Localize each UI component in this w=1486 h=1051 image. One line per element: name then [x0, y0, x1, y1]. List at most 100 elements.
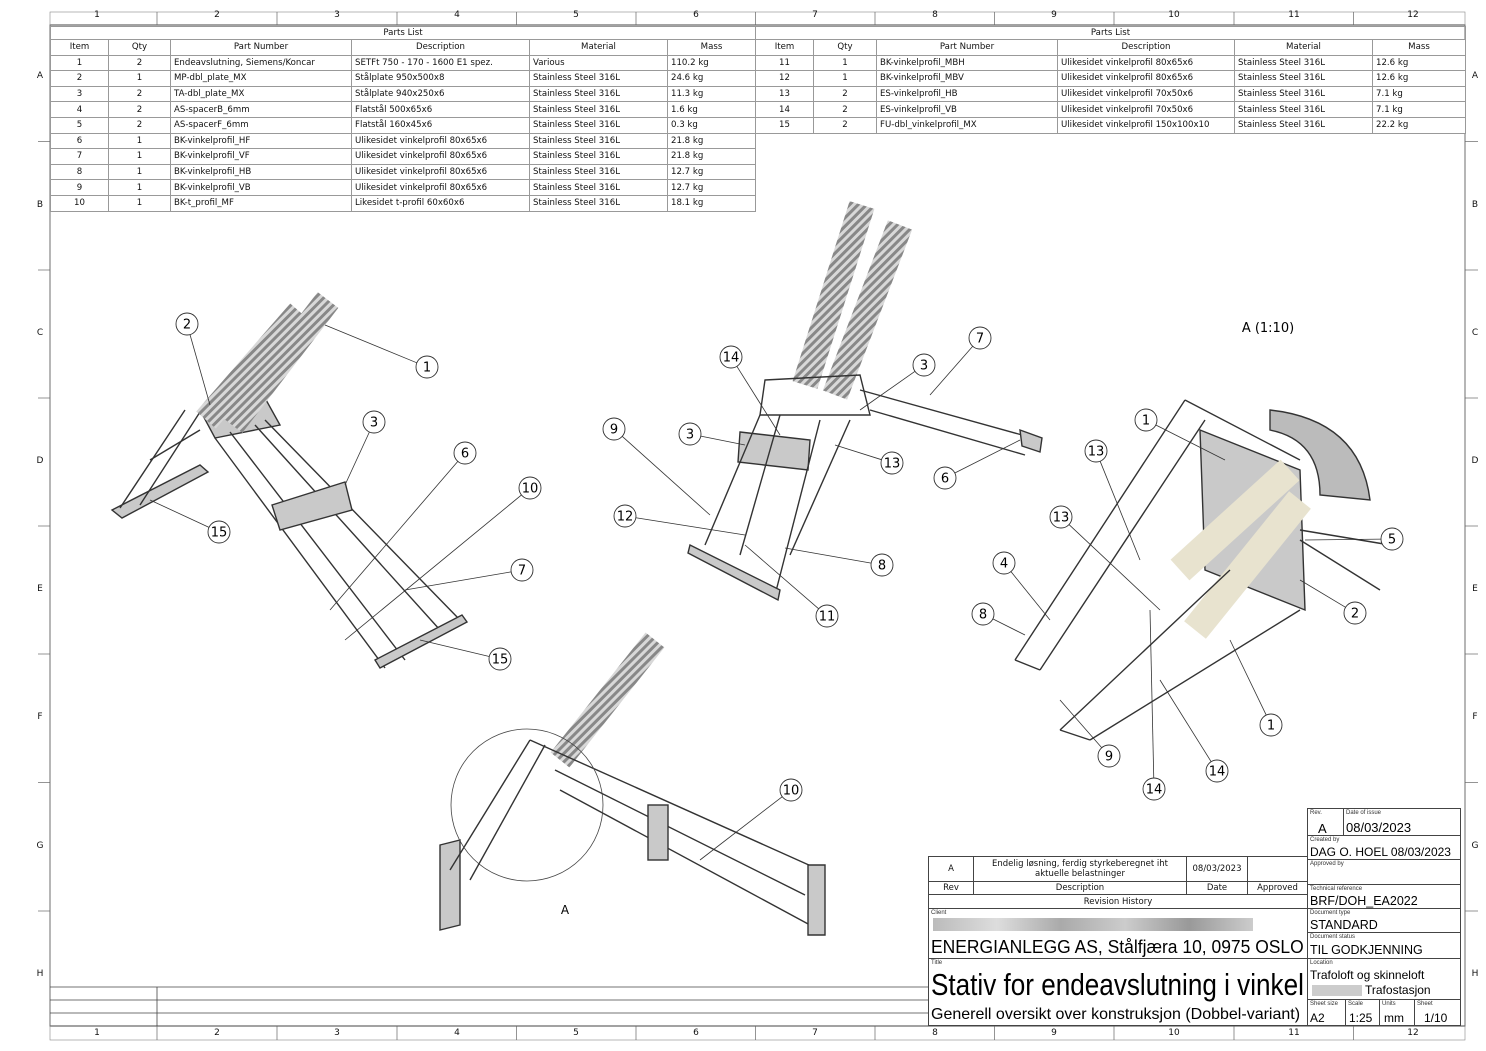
blank-table — [50, 986, 928, 1026]
column-header: Material — [1234, 39, 1373, 56]
leader-line — [954, 439, 1021, 474]
mass-cell: 12.6 kg — [1372, 54, 1466, 72]
item-balloon: 3 — [859, 353, 936, 411]
leader-line — [1099, 461, 1141, 561]
revision-date: 08/03/2023 — [1186, 856, 1248, 882]
balloon-number: 15 — [211, 526, 228, 541]
balloon-number: 14 — [723, 351, 740, 366]
leader-line — [404, 571, 512, 591]
zone-row-label: E — [1472, 584, 1478, 594]
material-cell: Stainless Steel 316L — [529, 101, 668, 118]
zone-column-label: 6 — [693, 10, 699, 20]
leader-line — [1010, 571, 1051, 621]
approved-label: Approved by — [1310, 861, 1344, 867]
balloon-circle — [1049, 505, 1073, 529]
material-cell: Stainless Steel 316L — [529, 179, 668, 196]
item-balloon: 10 — [699, 778, 803, 861]
qty-cell: 1 — [108, 148, 171, 165]
material-cell: Stainless Steel 316L — [529, 163, 668, 181]
leader-line — [344, 431, 370, 486]
zone-column-label: 8 — [932, 1028, 938, 1038]
detail-label: A — [561, 903, 570, 917]
item-balloon: 6 — [933, 439, 1021, 490]
item-balloon: 1 — [1229, 639, 1283, 737]
part-number-cell: ES-vinkelprofil_VB — [876, 101, 1058, 118]
balloon-circle — [1084, 439, 1108, 463]
part-number-cell: BK-vinkelprofil_VB — [170, 179, 352, 196]
description-cell: Ulikesidet vinkelprofil 80x65x6 — [351, 148, 530, 165]
balloon-circle — [1134, 408, 1158, 432]
zone-row-label: G — [36, 841, 44, 851]
material-cell: Stainless Steel 316L — [529, 194, 668, 212]
part-number-cell: AS-spacerB_6mm — [170, 101, 352, 118]
rev-value: A — [1318, 821, 1327, 836]
item-cell: 2 — [50, 70, 109, 87]
item-cell: 4 — [50, 101, 109, 118]
mass-cell: 0.3 kg — [667, 116, 756, 134]
item-balloon: 5 — [1304, 527, 1404, 551]
qty-cell: 1 — [108, 163, 171, 181]
balloon-number: 1 — [423, 361, 431, 376]
zone-row-label: C — [36, 328, 44, 338]
qty-cell: 1 — [813, 54, 877, 72]
mass-cell: 110.2 kg — [667, 54, 756, 72]
part-number-cell: MP-dbl_plate_MX — [170, 70, 352, 87]
balloon-circle — [488, 647, 512, 671]
balloon-number: 8 — [878, 559, 886, 574]
item-balloon: 14 — [1159, 679, 1229, 783]
zone-column-label: 1 — [94, 10, 100, 20]
balloon-number: 13 — [1053, 511, 1070, 526]
description-cell: SETFt 750 - 170 - 1600 E1 spez. — [351, 54, 530, 72]
balloon-circle — [175, 312, 199, 336]
location-label: Location — [1310, 960, 1333, 966]
title-box: Title Stativ for endeavslutning i vinkel… — [928, 958, 1308, 1026]
part-number-cell: FU-dbl_vinkelprofil_MX — [876, 116, 1058, 134]
balloon-number: 14 — [1146, 783, 1163, 798]
mass-cell: 24.6 kg — [667, 70, 756, 87]
balloon-number: 3 — [920, 359, 928, 374]
leader-line — [419, 639, 490, 657]
balloon-circle — [971, 602, 995, 626]
material-cell: Stainless Steel 316L — [1234, 116, 1373, 134]
client-box: Client ENERGIANLEGG AS, Stålfjæra 10, 09… — [928, 908, 1308, 959]
revision-header-rev: Rev — [928, 881, 974, 895]
item-cell: 3 — [50, 85, 109, 103]
date-of-issue: 08/03/2023 — [1346, 820, 1412, 835]
zone-row-label: F — [37, 712, 43, 722]
qty-cell: 2 — [108, 116, 171, 134]
leader-line — [744, 544, 819, 610]
mass-cell: 11.3 kg — [667, 85, 756, 103]
column-header: Part Number — [876, 39, 1058, 56]
mass-cell: 12.7 kg — [667, 163, 756, 181]
mass-cell: 7.1 kg — [1372, 101, 1466, 118]
client-name: ENERGIANLEGG AS, Stålfjæra 10, 0975 OSLO — [931, 936, 1304, 957]
qty-cell: 2 — [813, 101, 877, 118]
scale-label: Scale — [1348, 1001, 1364, 1007]
zone-column-label: 10 — [1168, 10, 1180, 20]
item-cell: 11 — [755, 54, 814, 72]
revision-header-date: Date — [1186, 881, 1248, 895]
material-cell: Stainless Steel 316L — [529, 148, 668, 165]
item-cell: 5 — [50, 116, 109, 134]
balloon-circle — [1142, 777, 1166, 801]
zone-column-label: 10 — [1168, 1028, 1180, 1038]
revision-rev: A — [928, 856, 974, 882]
balloon-circle — [968, 326, 992, 350]
balloon-number: 2 — [183, 318, 191, 333]
qty-cell: 2 — [108, 85, 171, 103]
leader-line — [1304, 538, 1382, 541]
material-cell: Stainless Steel 316L — [529, 85, 668, 103]
balloon-circle — [602, 417, 626, 441]
balloon-circle — [1343, 601, 1367, 625]
balloon-number: 7 — [518, 564, 526, 579]
zone-row-label: A — [1471, 71, 1479, 81]
leader-line — [149, 499, 210, 528]
description-cell: Ulikesidet vinkelprofil 80x65x6 — [1057, 54, 1235, 72]
zone-column-label: 11 — [1288, 10, 1300, 20]
